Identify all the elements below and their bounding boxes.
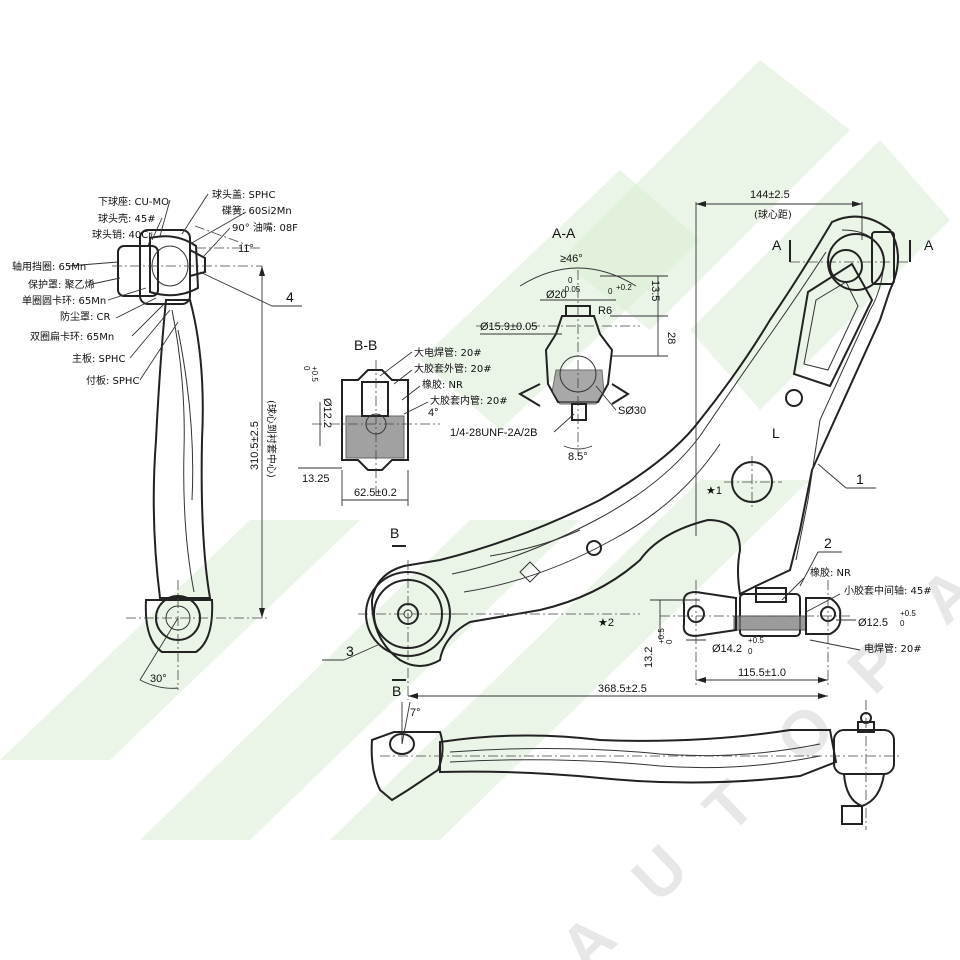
- star-mark-1: ★1: [706, 485, 722, 497]
- section-bb: B-B Ø12.2 +0.5 0 4° 13.25 62.5±0.2 大电焊管:…: [298, 337, 508, 506]
- section-aa-title: A-A: [552, 225, 576, 241]
- main-dia-bush-tol-upper: +0.5: [748, 636, 764, 645]
- section-bb-offset: 13.25: [302, 473, 330, 485]
- watermark-letter: U: [618, 831, 701, 915]
- main-arm-outline: [370, 215, 899, 667]
- side-bush-end: [126, 580, 268, 690]
- callout-single-ring-clip: 单圈圆卡环: 65Mn: [22, 294, 106, 307]
- callout-shaft-circlip: 轴用挡圈: 65Mn: [12, 260, 86, 273]
- main-span-long: 368.5±2.5: [598, 683, 647, 695]
- main-height-dim-tol-lower: 0: [665, 639, 674, 644]
- section-aa-radius-tol-upper: +0.2: [616, 283, 632, 292]
- callout-dust-cover: 防尘罩: CR: [60, 310, 111, 323]
- section-aa-thread: 1/4-28UNF-2A/2B: [450, 427, 537, 439]
- bottom-angle: 7°: [410, 707, 421, 719]
- main-height-dim: 13.2: [643, 647, 655, 668]
- section-mark-a-left: A: [772, 237, 782, 253]
- item-number-4: 4: [286, 289, 294, 305]
- section-aa-angle: ≥46°: [560, 253, 583, 265]
- watermark-letter: A: [546, 901, 629, 960]
- section-mark-b-bottom: B: [392, 683, 401, 699]
- section-aa-height-a: 13.5: [649, 280, 661, 301]
- callout-ball-housing: 球头壳: 45#: [98, 212, 156, 225]
- callout-double-ring-clip: 双圈扁卡环: 65Mn: [30, 330, 114, 343]
- watermark-letter: T: [690, 767, 768, 846]
- side-vertical-dim-note: (球心到衬套中心): [265, 400, 278, 478]
- callout-disc-spring: 碟簧: 60Si2Mn: [222, 204, 292, 217]
- side-vertical-dim: 310.5±2.5: [249, 421, 261, 470]
- section-bb-angle: 4°: [428, 407, 439, 419]
- section-aa-dia-mid: Ø15.9±0.05: [480, 321, 537, 333]
- main-dia-bush-tol-lower: 0: [748, 647, 753, 656]
- callout-protective-cover: 保护罩: 聚乙烯: [28, 278, 95, 291]
- callout-ball-cover: 球头盖: SPHC: [212, 188, 275, 201]
- callout-small-bush-shaft: 小胶套中间轴: 45#: [844, 584, 932, 597]
- callout-large-bush-outer: 大胶套外管: 20#: [414, 362, 492, 375]
- section-bb-title: B-B: [354, 337, 377, 353]
- main-dia-small-tol-upper: +0.5: [900, 609, 916, 618]
- section-aa-dia-top-tol-lower: -0.05: [562, 285, 581, 294]
- callout-small-weld-tube: 电焊管: 20#: [864, 642, 922, 655]
- main-dia-small-tol-lower: 0: [900, 619, 905, 628]
- side-angle-top: 11°: [238, 243, 254, 255]
- section-aa-radius-tol-lower: 0: [608, 287, 613, 296]
- side-leader-lines: [67, 193, 247, 381]
- watermark-letter: P: [834, 625, 915, 706]
- callout-large-bush-inner: 大胶套内管: 20#: [430, 394, 508, 407]
- bottom-view: 7°: [370, 700, 900, 830]
- item-number-1: 1: [856, 471, 864, 487]
- callout-rubber-large: 橡胶: NR: [422, 378, 463, 391]
- callout-lower-ball-seat: 下球座: CU-MO: [98, 195, 169, 208]
- callout-small-rubber: 橡胶: NR: [810, 566, 851, 579]
- main-height-dim-tol-upper: +0.5: [657, 628, 666, 644]
- section-aa-sphere: SØ30: [618, 405, 646, 417]
- callout-grease-nipple: 90° 油嘴: 08F: [232, 221, 298, 234]
- section-aa-angle-bottom: 8.5°: [568, 451, 588, 463]
- side-angle-bottom: 30°: [150, 673, 167, 685]
- section-bb-dia: Ø12.2: [321, 398, 333, 428]
- main-view: 144±2.5 (球心距) A A: [322, 189, 934, 700]
- callout-ball-pin: 球头销: 40Cr: [92, 228, 153, 241]
- watermark-logo: A U T O P A R T S: [0, 60, 960, 960]
- section-bb-dia-tol-upper: +0.5: [310, 366, 319, 382]
- callout-main-plate: 主板: SPHC: [72, 352, 125, 365]
- side-view: 310.5±2.5 (球心到衬套中心) 11° 30° 4 下球座: CU-MO…: [12, 188, 302, 690]
- item-number-2: 2: [824, 535, 832, 551]
- section-aa-height-b: 28: [665, 332, 677, 344]
- callout-large-weld-tube: 大电焊管: 20#: [414, 346, 482, 359]
- side-letter-l: L: [772, 425, 780, 441]
- section-aa-radius: R6: [598, 305, 612, 317]
- main-dia-bush: Ø14.2: [712, 643, 742, 655]
- main-top-dim: 144±2.5: [750, 189, 790, 201]
- section-mark-a-right: A: [924, 237, 934, 253]
- section-mark-b-top: B: [390, 525, 399, 541]
- main-top-dim-note: (球心距): [754, 208, 792, 221]
- section-bb-width: 62.5±0.2: [354, 487, 397, 499]
- star-mark-2: ★2: [598, 617, 614, 629]
- section-aa-dia-top: Ø20: [546, 289, 567, 301]
- main-span-short: 115.5±1.0: [738, 667, 786, 679]
- section-aa: A-A ≥46° Ø20 0 -0.05 R6 +0.2 0 13.5 28 Ø…: [450, 225, 677, 463]
- section-aa-dia-top-tol-upper: 0: [568, 276, 573, 285]
- main-dia-small: Ø12.5: [858, 617, 888, 629]
- item-number-3: 3: [346, 643, 354, 659]
- side-arm-body: [152, 299, 212, 599]
- section-bb-dia-tol-lower: 0: [302, 366, 311, 371]
- callout-auxiliary-plate: 付板: SPHC: [86, 374, 139, 387]
